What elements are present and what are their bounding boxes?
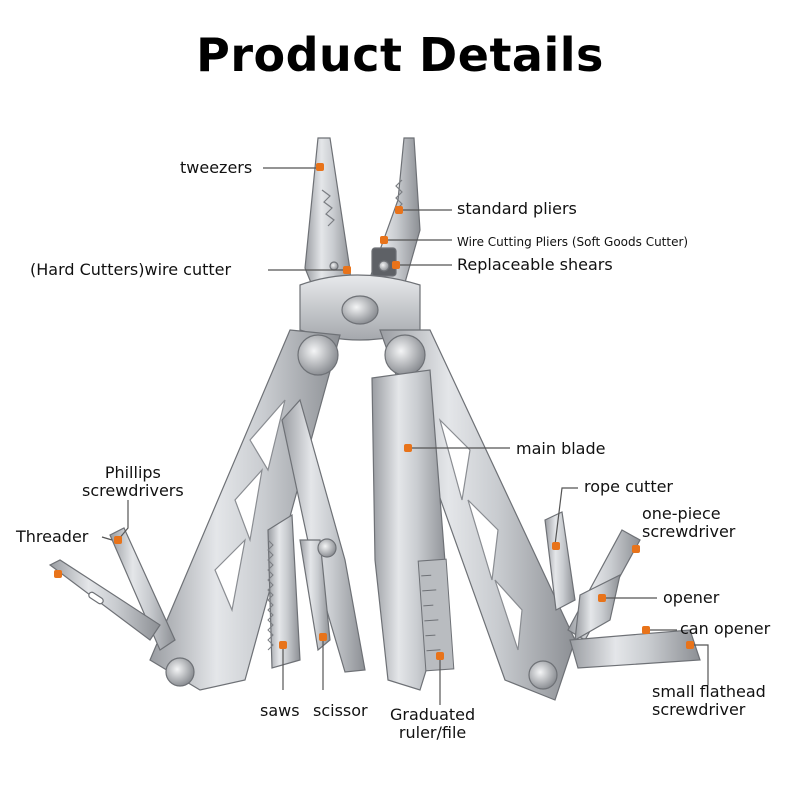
left-handle-bolt bbox=[165, 657, 195, 687]
label-threader: Threader bbox=[16, 527, 89, 546]
marker-dots bbox=[54, 163, 694, 660]
threader-tool bbox=[48, 559, 161, 641]
page-title: Product Details bbox=[196, 28, 604, 82]
scissors-tool bbox=[281, 398, 366, 673]
jaw-teeth bbox=[321, 189, 335, 227]
label-rope-cutter: rope cutter bbox=[584, 477, 674, 496]
label-replaceable-shears: Replaceable shears bbox=[457, 255, 613, 274]
label-graduated-ruler-file: Graduated ruler/file bbox=[390, 705, 476, 742]
label-can-opener: can opener bbox=[680, 619, 771, 638]
can-opener-tool bbox=[569, 629, 701, 669]
label-opener: opener bbox=[663, 588, 720, 607]
label-standard-pliers: standard pliers bbox=[457, 199, 577, 218]
pivot-body bbox=[299, 274, 421, 341]
label-tweezers: tweezers bbox=[180, 158, 253, 177]
opener-tool bbox=[574, 573, 621, 642]
jaw-teeth-right bbox=[395, 179, 403, 211]
phillips-screwdriver bbox=[109, 527, 176, 651]
leader-lines bbox=[101, 167, 709, 705]
label-one-piece-screwdriver: one-piece screwdriver bbox=[642, 504, 736, 541]
left-fold-tools bbox=[48, 527, 176, 651]
shear-screw bbox=[378, 260, 390, 272]
left-top-bolt bbox=[297, 334, 339, 376]
label-saws: saws bbox=[260, 701, 300, 720]
label-phillips-screwdrivers: Phillips screwdrivers bbox=[82, 463, 184, 500]
right-handle-bolt bbox=[528, 660, 558, 690]
right-fold-tools bbox=[544, 511, 701, 669]
cutter-screw bbox=[329, 261, 339, 271]
label-scissor: scissor bbox=[313, 701, 368, 720]
label-hard-cutters: (Hard Cutters)wire cutter bbox=[30, 260, 232, 279]
pivot-bolt bbox=[341, 295, 379, 325]
label-wire-cutting-pliers: Wire Cutting Pliers (Soft Goods Cutter) bbox=[457, 235, 689, 249]
label-small-flathead-screwdriver: small flathead screwdriver bbox=[652, 682, 766, 719]
label-main-blade: main blade bbox=[516, 439, 606, 458]
rope-cutter-tool bbox=[544, 511, 576, 611]
plier-jaws bbox=[304, 137, 421, 301]
right-top-bolt bbox=[384, 334, 426, 376]
